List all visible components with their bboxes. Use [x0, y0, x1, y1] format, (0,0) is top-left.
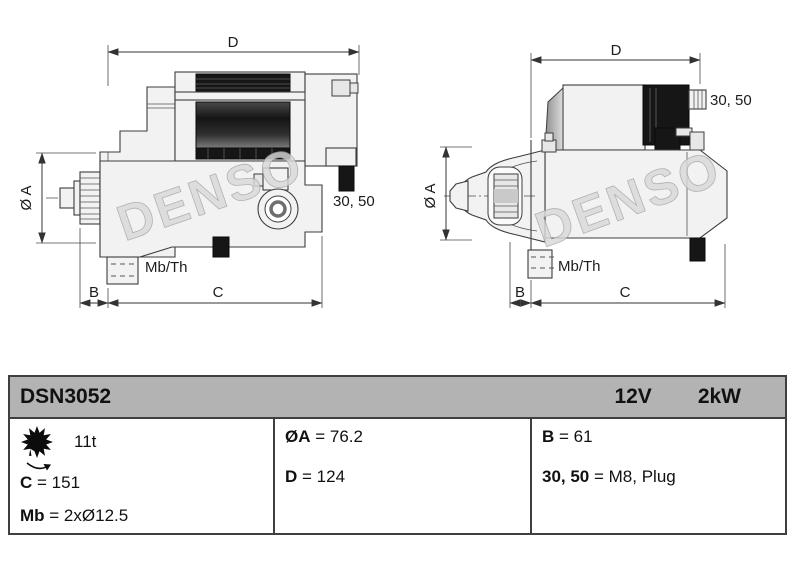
bearing-boss-inner — [269, 200, 287, 218]
motor-case — [562, 84, 646, 151]
spec-table: DSN3052 12V 2kW 11t C = 151 — [8, 375, 787, 535]
pinion-spline — [79, 171, 101, 225]
rubber-plug — [212, 236, 230, 258]
spec-mb-value: = 2xØ12.5 — [49, 506, 129, 525]
spec-dia-a-label: ØA — [285, 427, 311, 446]
mount-type-label: Mb/Th — [558, 258, 601, 275]
bolt-stub — [349, 82, 359, 94]
spec-b-label: B — [542, 427, 555, 446]
spec-terminals-label: 30, 50 — [542, 467, 590, 486]
brush-ticks — [207, 148, 273, 159]
spec-c-value: = 151 — [37, 473, 81, 492]
terminals-label: 30, 50 — [710, 92, 752, 109]
pinion-collar — [73, 180, 81, 216]
dimension-c-label: C — [620, 284, 631, 301]
spec-b-value: = 61 — [559, 427, 593, 446]
terminals-label: 30, 50 — [333, 193, 375, 210]
spec-dia-a: ØA = 76.2 — [285, 425, 520, 449]
teeth-row: 11t — [20, 425, 263, 471]
voltage: 12V — [614, 385, 652, 408]
terminal-bracket — [325, 147, 357, 167]
dimension-dia-label: Ø A — [422, 183, 439, 208]
spec-c-label: C — [20, 473, 33, 492]
spec-table-body: 11t C = 151 Mb = 2xØ12.5 ØA = 76.2 D — [10, 419, 785, 533]
dimension-d-label: D — [611, 42, 622, 59]
dimension-b-label: B — [515, 284, 525, 301]
flange-bolt-head — [544, 132, 554, 142]
spec-c: C = 151 — [20, 471, 263, 495]
left-view: D — [18, 34, 375, 308]
commutator-band — [195, 73, 291, 93]
flange-bolt — [541, 139, 557, 153]
gear-hub — [494, 189, 518, 203]
dimension-b-label: B — [89, 284, 99, 301]
part-number: DSN3052 — [20, 385, 112, 408]
pinion-rotation-icon — [21, 426, 53, 471]
spec-terminals: 30, 50 = M8, Plug — [542, 465, 775, 489]
through-bolt-head — [331, 79, 351, 97]
spec-b: B = 61 — [542, 425, 775, 449]
spec-column-drive: 11t C = 151 Mb = 2xØ12.5 — [10, 419, 275, 533]
mounting-tab — [527, 249, 553, 279]
mounting-tab — [106, 256, 139, 285]
stud-threads — [693, 90, 703, 109]
dimension-d-label: D — [228, 34, 239, 51]
power-rating: 2kW — [697, 385, 741, 408]
gear-teeth-lines — [494, 179, 518, 213]
dimension-dia-label: Ø A — [18, 185, 35, 210]
spec-column-dimensions: ØA = 76.2 D = 124 — [275, 419, 532, 533]
brush-band — [195, 147, 291, 160]
spline-lines — [80, 177, 100, 220]
terminal-stud — [338, 165, 355, 192]
mount-type-label: Mb/Th — [145, 259, 188, 276]
spec-d-label: D — [285, 467, 298, 486]
spec-terminals-value: = M8, Plug — [594, 467, 676, 486]
technical-drawing: D — [18, 34, 752, 308]
armature-band — [195, 101, 291, 149]
band-ribs — [196, 78, 290, 89]
dimension-c-label: C — [213, 284, 224, 301]
tab-dashed-lines — [531, 256, 557, 269]
spec-d-value: = 124 — [302, 467, 346, 486]
spec-table-header: DSN3052 12V 2kW — [10, 377, 785, 419]
spec-mb-label: Mb — [20, 506, 45, 525]
shaft-stub — [449, 180, 469, 212]
spec-dia-a-value: = 76.2 — [315, 427, 363, 446]
spec-d: D = 124 — [285, 465, 520, 489]
spec-column-connection: B = 61 30, 50 = M8, Plug — [532, 419, 785, 533]
teeth-count: 11t — [74, 432, 97, 451]
terminal-stud — [688, 89, 707, 110]
tab-dashed-lines — [111, 263, 135, 277]
spec-mb: Mb = 2xØ12.5 — [20, 504, 263, 528]
rubber-plug — [689, 237, 706, 262]
right-view: D 30, 50 — [422, 42, 752, 308]
